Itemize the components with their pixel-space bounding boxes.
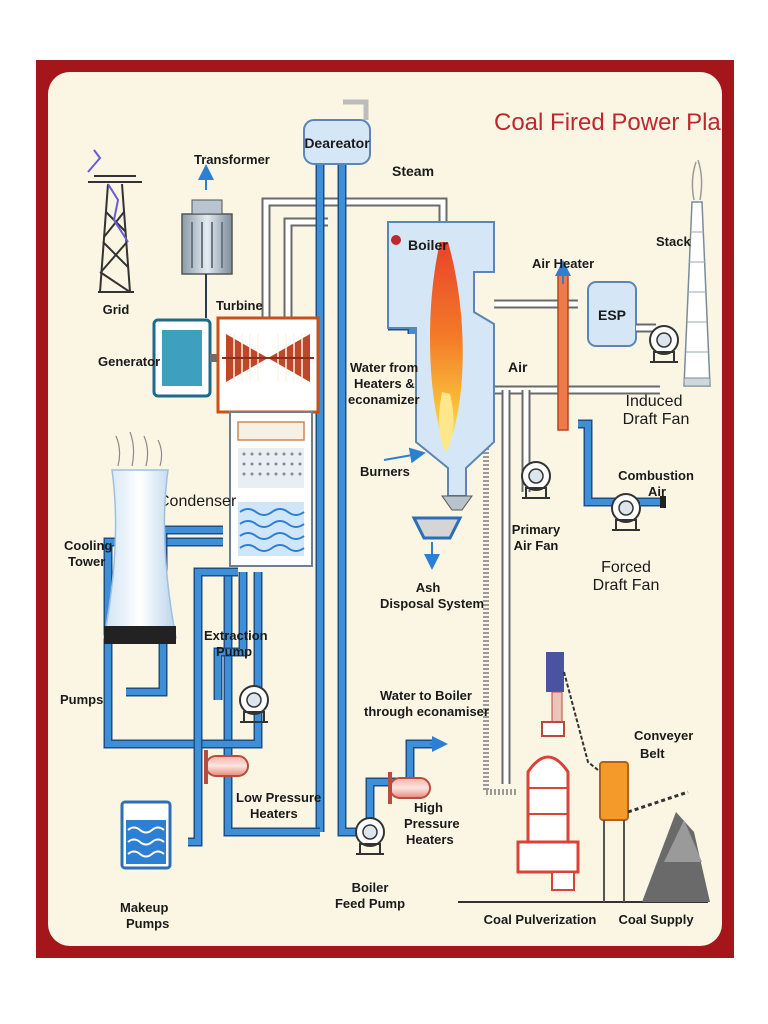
makeup-pumps-label-2: Pumps — [126, 916, 169, 931]
makeup-tank-icon — [120, 800, 172, 870]
outer-frame: Coal Fired Power Plant — [36, 60, 734, 958]
high-pressure-heaters-label-1: High — [414, 800, 443, 815]
induced-draft-fan-label-1: Induced — [626, 393, 683, 410]
induced-draft-fan-label-2: Draft Fan — [623, 411, 690, 428]
condenser-label: Condenser — [158, 493, 237, 510]
boiler-label: Boiler — [408, 237, 448, 253]
stack-label: Stack — [656, 234, 691, 249]
diagram-panel: Coal Fired Power Plant — [48, 72, 722, 946]
stack-icon — [683, 159, 711, 387]
air-label: Air — [508, 359, 528, 375]
coal-pulverizer-icon — [516, 652, 609, 891]
steam-label: Steam — [392, 163, 434, 179]
burners-label: Burners — [360, 464, 410, 479]
high-pressure-heaters-label-3: Heaters — [406, 832, 454, 847]
high-pressure-heater-icon — [388, 772, 431, 804]
cooling-tower-icon — [103, 431, 177, 644]
turbine-icon — [216, 316, 320, 414]
coal-pile-icon — [642, 812, 710, 902]
grid-tower-icon — [87, 149, 142, 293]
low-pressure-heater-icon — [204, 750, 249, 784]
conveyer-belt-label-2: Belt — [640, 746, 665, 761]
extraction-pump-label-2: Pump — [216, 644, 252, 659]
grid-label: Grid — [103, 302, 130, 317]
water-from-heaters-label-1: Water from — [350, 360, 418, 375]
page-title: Coal Fired Power Plant — [494, 109, 722, 136]
deareator-label: Deareator — [304, 135, 370, 151]
boiler-feed-pump-label-2: Feed Pump — [335, 896, 405, 911]
combustion-air-label-2: Air — [648, 484, 666, 499]
esp-label: ESP — [598, 307, 626, 323]
ash-hopper-icon — [411, 516, 463, 570]
esp-icon: ESP — [587, 281, 637, 347]
low-pressure-heaters-label-1: Low Pressure — [236, 790, 321, 805]
boiler-feed-pump-label-1: Boiler — [352, 880, 389, 895]
conveyer-belt-icon — [599, 761, 689, 902]
air-heater-label: Air Heater — [532, 256, 594, 271]
makeup-pumps-label-1: Makeup — [120, 900, 168, 915]
pumps-label: Pumps — [60, 692, 103, 707]
primary-air-fan-icon — [521, 461, 551, 499]
turbine-label: Turbine — [216, 298, 263, 313]
water-to-boiler-label-2: through econamiser — [364, 704, 489, 719]
boiler-icon — [383, 221, 495, 511]
transformer-icon — [181, 164, 233, 275]
induced-draft-fan-icon — [649, 325, 679, 363]
ash-disposal-label-1: Ash — [416, 580, 441, 595]
water-from-heaters-label-2: Heaters & — [354, 376, 415, 391]
combustion-air-label-1: Combustion — [618, 468, 694, 483]
coal-supply-label: Coal Supply — [618, 912, 694, 927]
steam-pipes — [261, 197, 660, 795]
generator-icon — [152, 318, 222, 398]
conveyer-belt-label-1: Conveyer — [634, 728, 693, 743]
ash-disposal-label-2: Disposal System — [380, 596, 484, 611]
extraction-pump-label-1: Extraction — [204, 628, 268, 643]
high-pressure-heaters-label-2: Pressure — [404, 816, 460, 831]
generator-label: Generator — [98, 354, 160, 369]
water-from-heaters-label-3: econamizer — [348, 392, 420, 407]
deareator: Deareator — [303, 99, 371, 165]
primary-air-fan-label-2: Air Fan — [514, 538, 559, 553]
coal-pulverization-label: Coal Pulverization — [484, 912, 597, 927]
power-plant-diagram: Coal Fired Power Plant — [60, 99, 722, 931]
extraction-pump-icon — [239, 685, 269, 723]
transformer-label: Transformer — [194, 152, 270, 167]
water-to-boiler-label-1: Water to Boiler — [380, 688, 472, 703]
cooling-tower-label-1: Cooling — [64, 538, 112, 553]
cooling-tower-label-2: Tower — [68, 554, 105, 569]
condenser-icon — [229, 411, 313, 567]
primary-air-fan-label-1: Primary — [512, 522, 561, 537]
forced-draft-fan-icon — [611, 493, 666, 531]
low-pressure-heaters-label-2: Heaters — [250, 806, 298, 821]
forced-draft-fan-label-1: Forced — [601, 559, 651, 576]
boiler-feed-pump-icon — [355, 817, 385, 855]
air-heater-icon — [555, 260, 571, 431]
forced-draft-fan-label-2: Draft Fan — [593, 577, 660, 594]
